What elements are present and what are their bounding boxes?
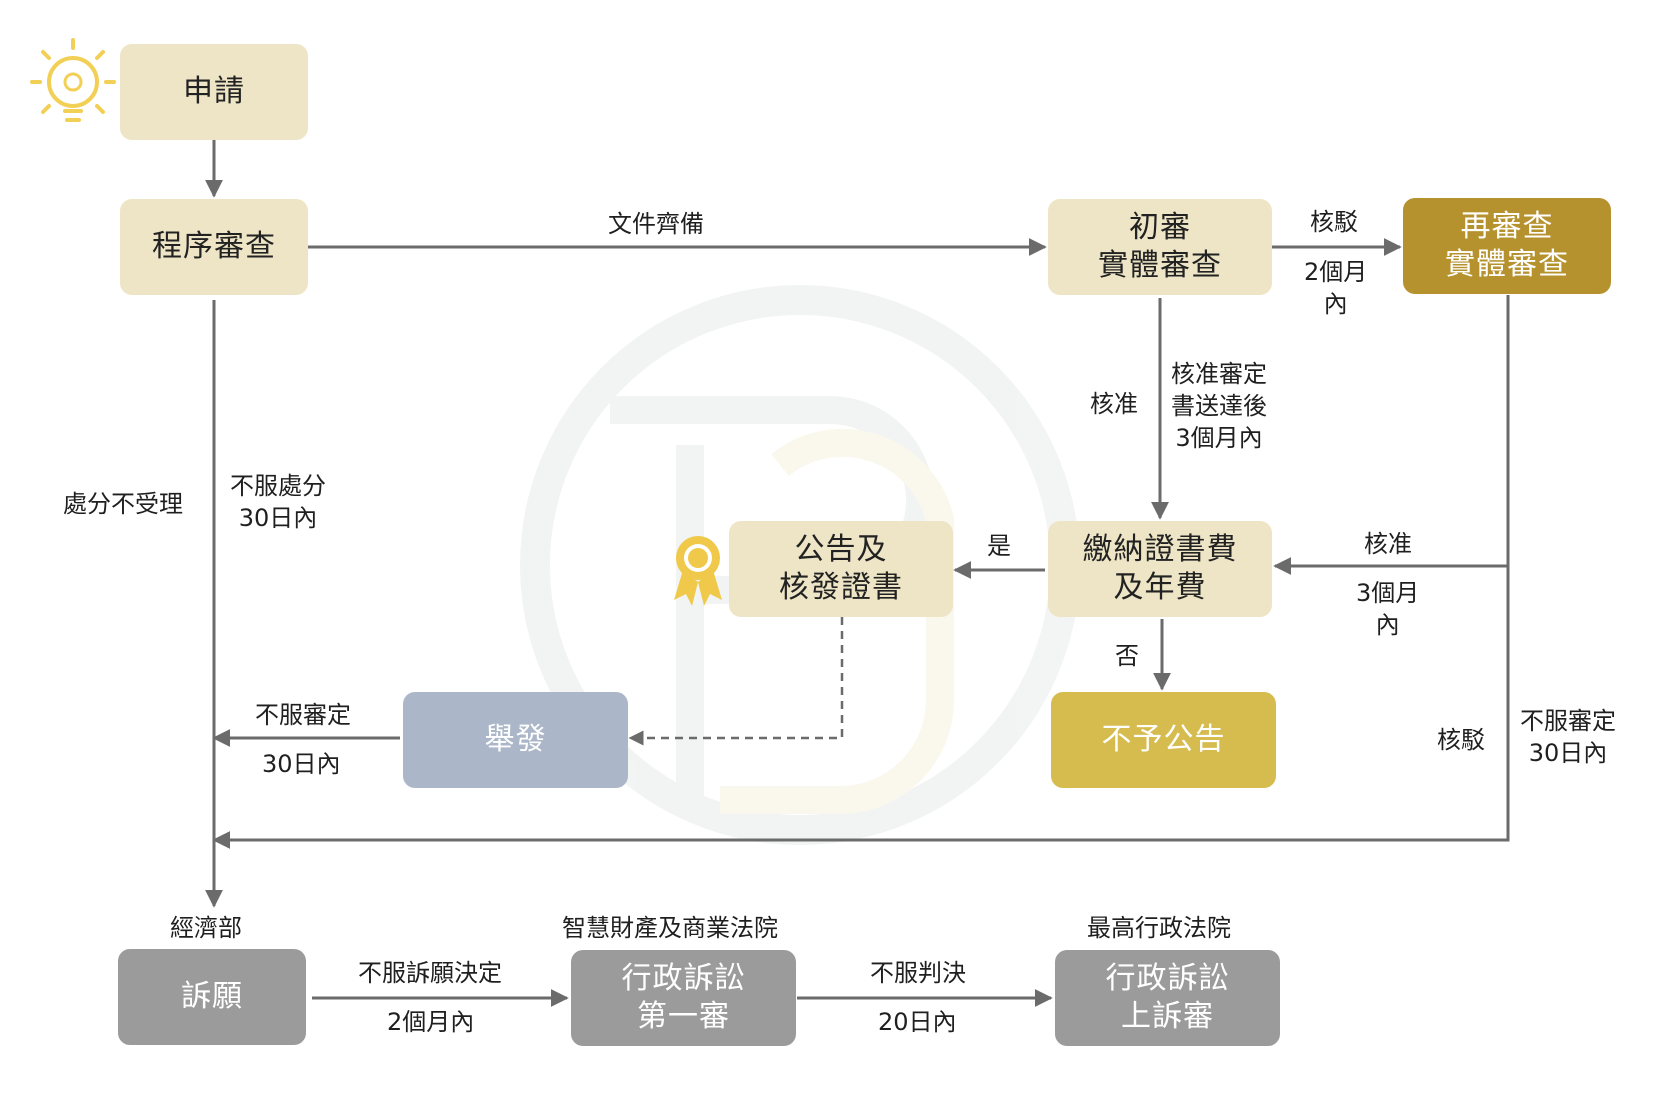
node-admin-court-first-line-1: 行政訴訟 <box>621 961 746 996</box>
node-apply: 申請 <box>120 44 308 140</box>
node-re-review-line-1: 再審查 <box>1460 209 1554 244</box>
header-ministry: 經濟部 <box>170 914 242 942</box>
label-two-months: 2個月 內 <box>1304 256 1367 320</box>
label-approve-deadline-line-3: 3個月內 <box>1175 424 1263 452</box>
lightbulb-gear-icon <box>30 38 116 122</box>
header-ip-court: 智慧財產及商業法院 <box>562 914 778 942</box>
node-apply-label: 申請 <box>183 74 245 109</box>
node-pay-fees-line-2: 及年費 <box>1113 570 1207 605</box>
node-re-review: 再審查 實體審查 <box>1403 198 1611 294</box>
edge-rereview-reject-return <box>212 566 1510 849</box>
label-appeal-decision-line-2: 30日內 <box>1528 739 1608 767</box>
label-reject-right: 核駁 <box>1437 726 1485 754</box>
label-appeal-decision: 不服審定 30日內 <box>1520 705 1616 769</box>
node-invalidation: 舉發 <box>403 692 628 788</box>
award-ribbon-icon <box>674 536 722 606</box>
label-two-months-line-1: 2個月 <box>1304 258 1368 286</box>
label-approve-deadline: 核准審定 書送達後 3個月內 <box>1171 358 1267 454</box>
label-approve-left: 核准 <box>1090 390 1138 418</box>
label-appeal-disposition-line-2: 30日內 <box>238 504 318 532</box>
label-thirty-days: 30日內 <box>262 750 341 778</box>
label-appeal-review: 不服審定 <box>255 701 351 729</box>
node-publish: 公告及 核發證書 <box>729 521 953 617</box>
label-docs-complete: 文件齊備 <box>608 210 704 238</box>
node-admin-court-first-line-2: 第一審 <box>637 999 730 1034</box>
label-not-accepted: 處分不受理 <box>63 490 183 518</box>
node-pay-fees-line-1: 繳納證書費 <box>1082 532 1238 567</box>
label-appeal-disposition: 不服處分 30日內 <box>230 470 326 534</box>
label-no: 否 <box>1115 642 1139 670</box>
label-judgment: 不服判決 <box>870 959 966 987</box>
label-three-months-line-1: 3個月 <box>1356 579 1420 607</box>
node-invalidation-label: 舉發 <box>484 722 547 757</box>
node-petition: 訴願 <box>118 949 306 1045</box>
node-publish-line-2: 核發證書 <box>779 570 903 605</box>
node-formal-review-label: 程序審查 <box>152 229 276 264</box>
label-three-months: 3個月 內 <box>1356 577 1419 641</box>
label-twenty-days: 20日內 <box>878 1008 957 1036</box>
label-two-months-within: 2個月內 <box>387 1008 475 1036</box>
label-appeal-decision-line-1: 不服審定 <box>1520 707 1616 735</box>
node-admin-court-appeal: 行政訴訟 上訴審 <box>1055 950 1280 1046</box>
label-two-months-line-2: 內 <box>1323 290 1348 318</box>
label-approve-right: 核准 <box>1364 530 1412 558</box>
edge-publish-to-invalidation <box>628 617 844 746</box>
node-admin-court-appeal-line-2: 上訴審 <box>1121 999 1214 1034</box>
label-reject-top: 核駁 <box>1310 208 1358 236</box>
node-no-publish: 不予公告 <box>1051 692 1276 788</box>
node-first-review: 初審 實體審查 <box>1048 199 1272 295</box>
node-first-review-line-2: 實體審查 <box>1098 248 1222 283</box>
edge-rereview-to-pay <box>1273 295 1510 575</box>
label-petition-decision: 不服訴願決定 <box>358 959 502 987</box>
node-first-review-line-1: 初審 <box>1129 210 1191 245</box>
label-approve-deadline-line-2: 書送達後 <box>1171 392 1267 420</box>
label-appeal-disposition-line-1: 不服處分 <box>230 472 326 500</box>
node-petition-label: 訴願 <box>181 979 243 1014</box>
node-re-review-line-2: 實體審查 <box>1445 247 1569 282</box>
header-supreme-court: 最高行政法院 <box>1087 914 1231 942</box>
node-formal-review: 程序審查 <box>120 199 308 295</box>
node-pay-fees: 繳納證書費 及年費 <box>1048 521 1272 617</box>
label-three-months-line-2: 內 <box>1375 611 1400 639</box>
label-approve-deadline-line-1: 核准審定 <box>1171 360 1267 388</box>
node-publish-line-1: 公告及 <box>794 532 888 567</box>
node-admin-court-appeal-line-1: 行政訴訟 <box>1105 961 1230 996</box>
node-no-publish-label: 不予公告 <box>1101 722 1226 757</box>
node-admin-court-first: 行政訴訟 第一審 <box>571 950 796 1046</box>
label-yes: 是 <box>987 532 1011 560</box>
